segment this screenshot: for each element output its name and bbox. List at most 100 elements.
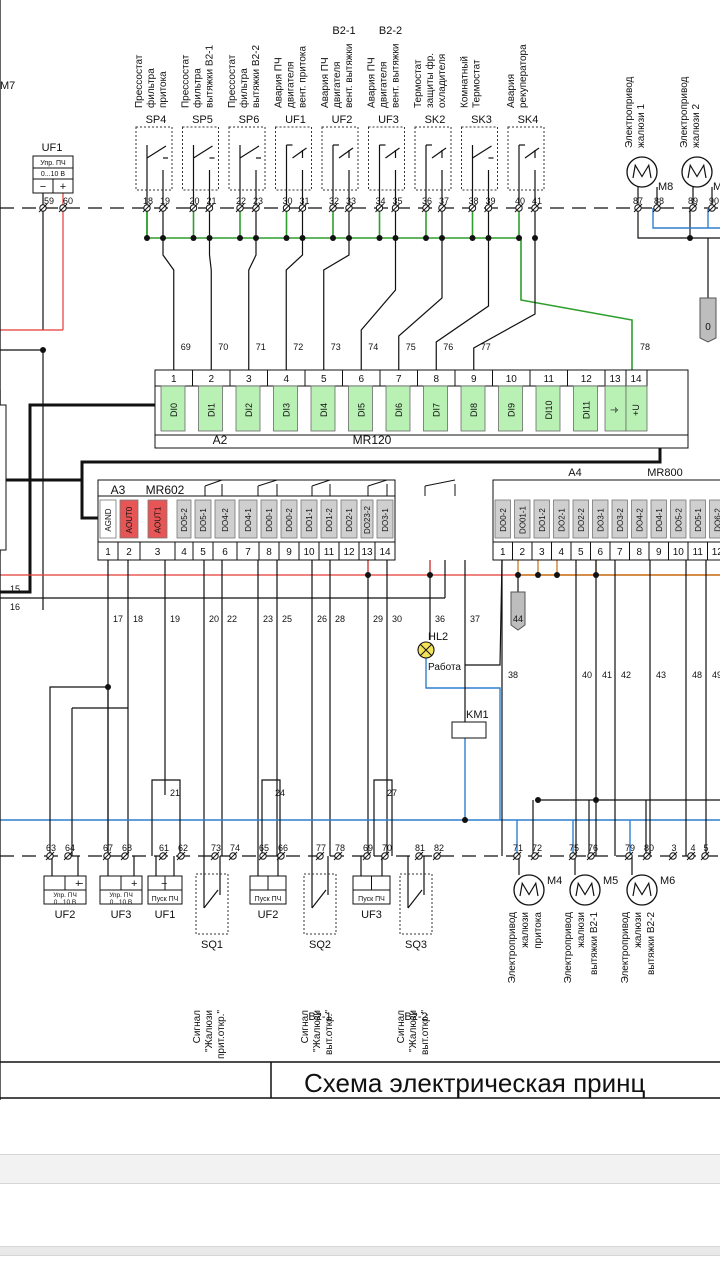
actuator-motor (681, 156, 713, 188)
mr120-input-cell (310, 385, 336, 432)
relay-blade (367, 479, 388, 487)
motor-tag: M (713, 181, 720, 193)
junction-dot (392, 235, 399, 241)
sensor-description: вытяжки В2-1 (205, 45, 216, 108)
terminal-number: 22 (236, 196, 246, 206)
mr800-channel-cell (533, 499, 550, 539)
mr120-input-cell (498, 385, 523, 432)
mr120-input-cell (423, 385, 448, 432)
signal-wire (323, 208, 350, 370)
mr602-pin-number: 13 (361, 547, 373, 558)
sensor-description: Авария ПЧ (320, 57, 331, 108)
actuator-description: жалюзи 2 (691, 103, 702, 148)
mr120-model: MR120 (353, 433, 392, 447)
wire-number: 37 (470, 614, 480, 624)
wire-number: 69 (181, 342, 191, 352)
mr120-pin-number: 5 (321, 374, 327, 385)
mr120-input-label: DI8 (469, 403, 479, 417)
sensor-description: двигателя (332, 62, 343, 108)
mr800-channel-cell (611, 499, 628, 539)
wire-number: 19 (170, 614, 180, 624)
mr602-channel-cell (147, 499, 168, 539)
wire-number: 48 (692, 670, 702, 680)
terminal-number: 75 (569, 843, 579, 853)
mr800-channel-label: DO2-1 (557, 508, 566, 532)
mr800-pin-number: 7 (617, 547, 623, 558)
contact-blade (431, 147, 447, 159)
wire-number: 27 (387, 788, 397, 798)
mr800-pin-number: 2 (519, 547, 525, 558)
terminal-number: 30 (282, 196, 292, 206)
switch-dashed-box (195, 873, 229, 935)
terminal-number: 68 (122, 843, 132, 853)
mr800-channel-cell (572, 499, 589, 539)
sensor-description: защиты фр. (424, 53, 436, 108)
device-control-box-label (43, 889, 87, 905)
junction-dot (515, 572, 521, 578)
uf1-box-line: Упр. ПЧ (40, 160, 66, 167)
terminal-number: 3 (671, 843, 676, 853)
mr120-input-label: DI1 (206, 403, 216, 417)
terminal-slash (421, 203, 431, 213)
mr602-channel-label: AOUT0 (125, 506, 134, 533)
mr602-channel-label: AOUT1 (154, 506, 163, 533)
agnd-link (49, 686, 108, 856)
bridge-jumper (151, 779, 181, 856)
terminal-slash (251, 203, 261, 213)
mr120-input-cell (273, 385, 298, 432)
motor-m-glyph (687, 163, 707, 179)
signal-wire (208, 208, 212, 370)
contact-blade (146, 145, 167, 159)
terminal-number: 18 (143, 196, 153, 206)
motor-description: вытяжки В2-2 (646, 912, 657, 975)
terminal-slash (530, 851, 540, 861)
wire-number: 20 (209, 614, 219, 624)
motor-description: Электропривод (620, 912, 631, 984)
terminal-number: 81 (415, 843, 425, 853)
mr602-pin-number: 7 (245, 547, 251, 558)
mr602-channel-label: DO4-1 (244, 508, 253, 532)
switch-description: "Жалюзи (312, 1010, 323, 1052)
switch-description: Сигнал (396, 1010, 407, 1044)
junction-dot (593, 572, 599, 578)
terminal-slash (344, 203, 354, 213)
terminal-slash (142, 203, 152, 213)
mr602-channel-label: DO1-2 (325, 508, 334, 532)
signal-wire (248, 208, 257, 370)
switch-description: "Жалюзи (204, 1010, 215, 1052)
junction-dot (346, 235, 352, 241)
terminal-slash (63, 851, 73, 861)
wire-number: 42 (621, 670, 631, 680)
mr800-channel-cell (670, 499, 687, 539)
terminal-number: 31 (299, 196, 309, 206)
switch-blade (203, 889, 219, 909)
mr120-pin-number: 12 (581, 374, 593, 385)
sensor-description: вент. вытяжки (391, 44, 402, 108)
junction-dot (376, 235, 383, 241)
mr120-footer (154, 434, 689, 449)
below-sheet-area (0, 1100, 720, 1280)
mr120-input-label: DI10 (544, 400, 554, 419)
junction-dot (535, 797, 541, 803)
sensor-dashed-box (461, 126, 498, 191)
junction-dot (593, 797, 599, 803)
mr800-channel-cell (592, 499, 609, 539)
wire-number: 15 (10, 584, 20, 594)
terminal-number: 79 (625, 843, 635, 853)
sensor-description: двигателя (286, 62, 297, 108)
device-line: Пуск ПЧ (358, 896, 385, 903)
mr602-channel-cell (119, 499, 139, 539)
mr602-channel-cell (214, 499, 236, 539)
terminal-slash (432, 851, 442, 861)
mr800-ref: A4 (568, 467, 581, 479)
junction-dot (253, 235, 259, 241)
junction-dot (330, 235, 336, 241)
sensor-tag: UF3 (378, 114, 399, 126)
terminal-slash (414, 851, 424, 861)
wire-number: 49 (712, 670, 720, 680)
bridge-jumper (373, 779, 393, 856)
terminal-number: 21 (206, 196, 216, 206)
junction-dot (299, 235, 306, 241)
mr602-channel-cell (360, 499, 374, 539)
